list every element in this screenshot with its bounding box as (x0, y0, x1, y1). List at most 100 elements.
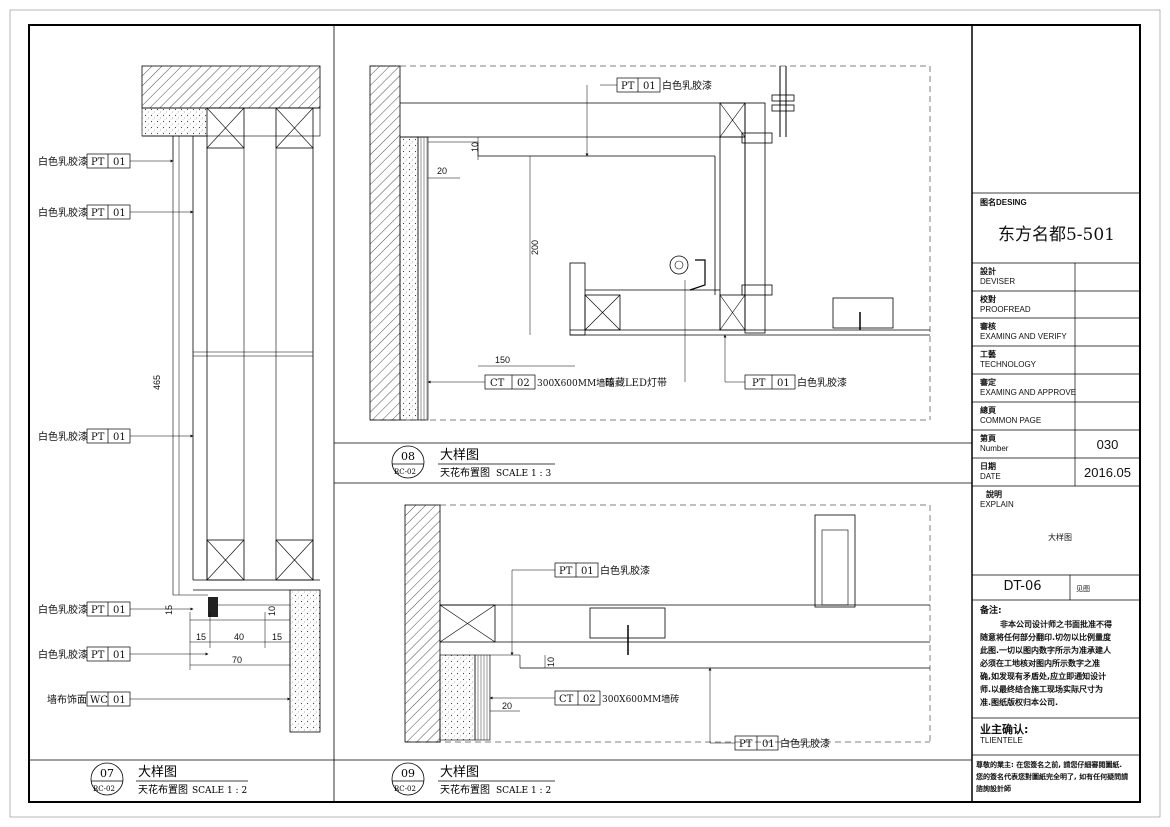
svg-text:PT: PT (91, 605, 105, 616)
svg-text:大样图: 大样图 (440, 765, 479, 780)
callout-08-1: PT 01 白色乳胶漆 (616, 77, 712, 93)
svg-text:02: 02 (583, 694, 596, 705)
svg-text:天花布置图: 天花布置图 (440, 783, 490, 796)
callout-07-3: 白色乳胶漆 PT 01 (38, 428, 131, 444)
project-name: 东方名都5-501 (997, 225, 1115, 245)
svg-text:PT: PT (91, 432, 105, 443)
svg-text:RC-02: RC-02 (394, 785, 416, 793)
dim-10-07: 10 (267, 606, 277, 616)
svg-text:SCALE 1 : 2: SCALE 1 : 2 (496, 786, 551, 796)
svg-text:01: 01 (113, 432, 126, 443)
notes-line: 必须在工地核对图内所示数字之准 (980, 659, 1100, 668)
notes-line: 准.图纸版权归本公司. (980, 698, 1059, 707)
svg-text:09: 09 (401, 767, 415, 780)
svg-text:01: 01 (113, 650, 126, 661)
svg-text:01: 01 (643, 81, 656, 92)
callout-07-1: 白色乳胶漆 PT 01 (38, 153, 131, 169)
svg-text:01: 01 (581, 566, 594, 577)
svg-text:天花布置图: 天花布置图 (440, 466, 490, 479)
notes-line: 非本公司设计师之书面批准不得 (1000, 620, 1112, 629)
dim-15-a: 15 (196, 632, 206, 642)
svg-text:01: 01 (113, 695, 126, 706)
title-block-grid (972, 192, 1140, 756)
notes-title: 备注: (980, 606, 1002, 616)
callout-09-3: PT 01 白色乳胶漆 (734, 735, 830, 751)
svg-text:白色乳胶漆: 白色乳胶漆 (38, 430, 88, 443)
dim-15-b: 15 (272, 632, 282, 642)
detail-07-drawing (130, 65, 321, 733)
notes-line: 师.以最终结合施工现场实际尺寸为 (980, 685, 1104, 694)
svg-text:PT: PT (559, 566, 573, 577)
svg-text:CT: CT (559, 694, 574, 705)
dim-15-v: 15 (164, 605, 174, 615)
callout-08-led: 暗藏LED灯带 (605, 376, 667, 389)
design-label: 图名DESING (980, 198, 1027, 207)
svg-text:RC-02: RC-02 (394, 468, 416, 476)
svg-text:白色乳胶漆: 白色乳胶漆 (38, 155, 88, 168)
svg-text:01: 01 (113, 157, 126, 168)
svg-text:白色乳胶漆: 白色乳胶漆 (780, 737, 830, 750)
dim-40: 40 (234, 632, 244, 642)
dim-150: 150 (495, 355, 510, 365)
svg-text:08: 08 (401, 450, 415, 463)
page-number-value: 030 (1096, 437, 1119, 452)
svg-text:PT: PT (621, 81, 635, 92)
callout-07-2: 白色乳胶漆 PT 01 (38, 204, 131, 220)
svg-text:CT: CT (490, 378, 505, 389)
svg-text:白色乳胶漆: 白色乳胶漆 (38, 206, 88, 219)
svg-text:PT: PT (91, 208, 105, 219)
dim-465: 465 (152, 375, 162, 390)
notes-line: 确,如发现有矛盾处,应立即通知设计 (980, 672, 1107, 681)
svg-text:07: 07 (100, 767, 114, 780)
notes-body: 非本公司设计师之书面批准不得 随意将任何部分翻印.切勿以比例量度 此图.一切以图… (980, 618, 1140, 709)
owner-note: 尊敬的業主: 在您簽名之前, 請您仔細審閱圖紙. 您的簽名代表您對圖紙完全明了,… (976, 761, 1129, 793)
svg-text:SCALE 1 : 2: SCALE 1 : 2 (192, 786, 247, 796)
svg-text:SCALE 1 : 3: SCALE 1 : 3 (496, 469, 551, 479)
owner-confirm: 业主确认: TLIENTELE (980, 723, 1029, 745)
callout-08-3: PT 01 白色乳胶漆 (744, 374, 847, 390)
callout-09-2: CT 02 300X600MM墙砖 (554, 690, 679, 706)
callout-09-1: PT 01 白色乳胶漆 (554, 562, 650, 578)
drawing-code: DT-06 (1003, 579, 1042, 594)
dim-200: 200 (530, 240, 540, 255)
svg-text:白色乳胶漆: 白色乳胶漆 (600, 564, 650, 577)
dim-20-08: 20 (437, 166, 447, 176)
dim-20-09: 20 (502, 701, 512, 711)
svg-text:白色乳胶漆: 白色乳胶漆 (662, 79, 712, 92)
svg-text:WC: WC (90, 695, 108, 706)
svg-text:墙布饰面: 墙布饰面 (47, 693, 87, 706)
svg-text:RC-02: RC-02 (93, 785, 115, 793)
detail-title-08: 08 RC-02 大样图 天花布置图 SCALE 1 : 3 (391, 445, 555, 479)
svg-text:PT: PT (91, 157, 105, 168)
svg-text:白色乳胶漆: 白色乳胶漆 (797, 376, 847, 389)
svg-text:01: 01 (113, 208, 126, 219)
callout-08-2: CT 02 300X600MM墙砖 (484, 374, 614, 390)
dim-70: 70 (232, 655, 242, 665)
callout-07-6: 墙布饰面 WC 01 (47, 691, 131, 707)
date-value: 2016.05 (1084, 465, 1131, 480)
svg-text:300X600MM墙砖: 300X600MM墙砖 (602, 693, 679, 705)
dim-10-08: 10 (470, 142, 480, 152)
detail-09-drawing (404, 504, 931, 744)
svg-text:300X600MM墙砖: 300X600MM墙砖 (537, 377, 614, 389)
svg-text:白色乳胶漆: 白色乳胶漆 (38, 603, 88, 616)
svg-text:01: 01 (777, 378, 790, 389)
callout-07-5: 白色乳胶漆 PT 01 (38, 646, 131, 662)
dim-10-09: 10 (546, 657, 556, 667)
svg-text:01: 01 (113, 605, 126, 616)
detail-title-07: 07 RC-02 大样图 天花布置图 SCALE 1 : 2 (90, 762, 248, 796)
svg-text:大样图: 大样图 (440, 448, 479, 463)
svg-text:PT: PT (91, 650, 105, 661)
detail-08-drawing (369, 65, 931, 421)
notes-line: 随意将任何部分翻印.切勿以比例量度 (980, 633, 1112, 642)
